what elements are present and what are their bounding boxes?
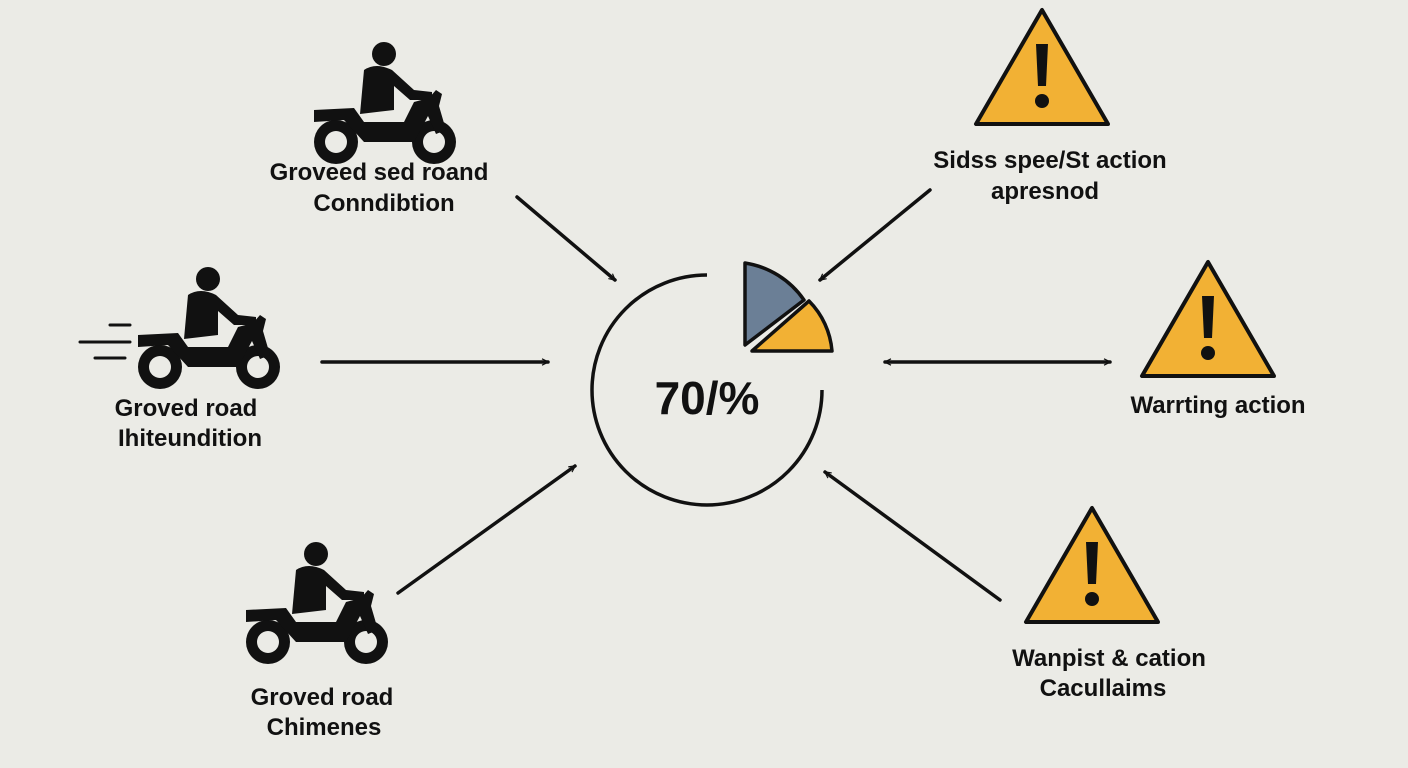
arrow-bottom-right	[823, 470, 1002, 602]
speed-lines-icon	[78, 323, 132, 360]
node-mid-right: Warrting action	[1130, 260, 1306, 419]
pie-slice-orange	[750, 299, 834, 353]
arrow-top-right	[818, 188, 932, 282]
node-label-line: Sidss spee/St action	[933, 147, 1166, 174]
arrow-bottom-left	[396, 464, 577, 595]
node-label-line: Cacullaims	[1040, 675, 1167, 702]
node-label-line: Wanpist & cation	[1012, 645, 1206, 672]
node-label-line: Groveed sed roand	[270, 159, 489, 186]
center-percentage: 70/%	[655, 372, 760, 424]
node-label-line: Groved road	[251, 684, 394, 711]
arrow-top-left	[515, 195, 617, 282]
node-top-right: Sidss spee/St action apresnod	[933, 8, 1167, 205]
node-bottom-right: Wanpist & cation Cacullaims	[1012, 506, 1206, 702]
node-top-left: Groveed sed roand Conndibtion	[270, 42, 489, 217]
central-pie-chart: 70/%	[590, 261, 834, 507]
node-label-line: Groved road	[115, 395, 258, 422]
node-bottom-left: Groved road Chimenes	[246, 542, 393, 741]
pie-outline	[590, 273, 824, 507]
node-label-line: Conndibtion	[313, 190, 454, 217]
node-label-line: Warrting action	[1130, 392, 1305, 419]
node-label-line: apresnod	[991, 178, 1099, 205]
node-label-line: Chimenes	[267, 714, 382, 741]
pie-slice-slate	[743, 261, 806, 347]
node-label-line: Ihiteundition	[118, 425, 262, 452]
node-mid-left: Groved road Ihiteundition	[78, 267, 280, 452]
